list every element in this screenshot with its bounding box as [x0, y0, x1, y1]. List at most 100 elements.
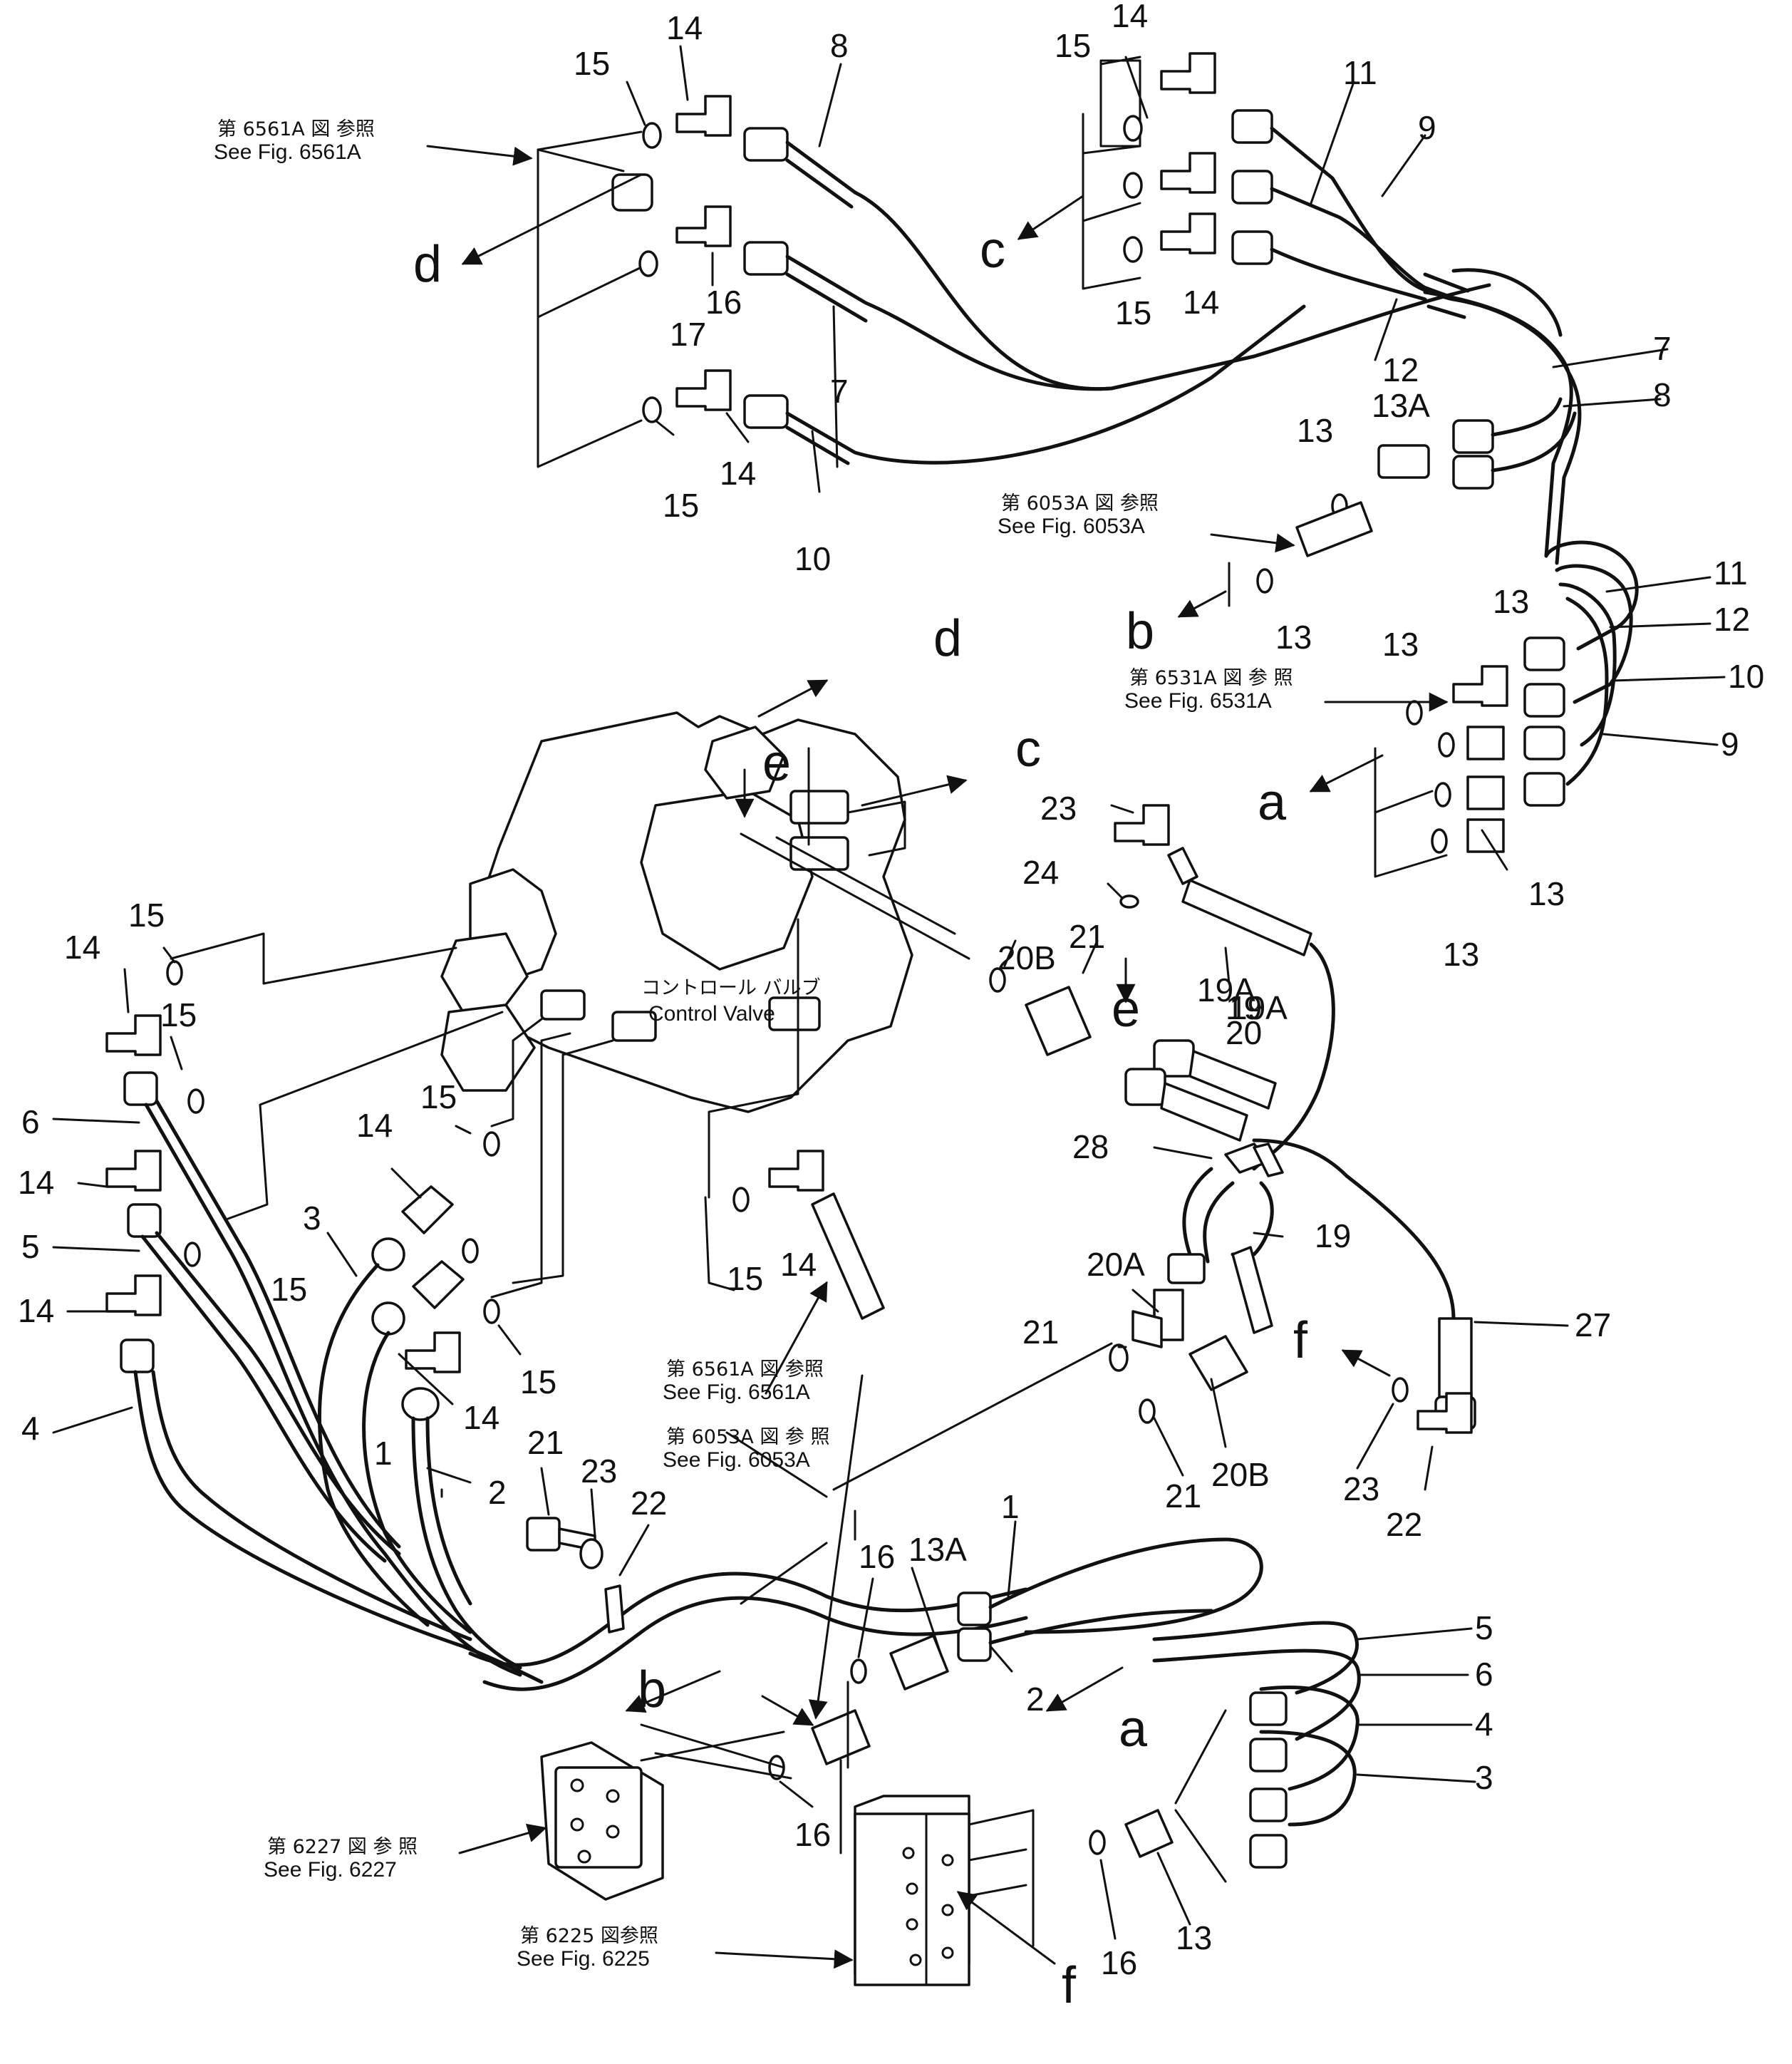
connection-letter-e: e: [1112, 981, 1140, 1038]
part-label: 20A: [1087, 1246, 1145, 1283]
part-label: 4: [1475, 1706, 1493, 1743]
part-label: 14: [666, 9, 703, 46]
part-label: 14: [64, 929, 100, 966]
part-label: 28: [1072, 1128, 1109, 1165]
part-label: 15: [420, 1078, 457, 1115]
part-label: 16: [859, 1538, 895, 1575]
part-label: 14: [356, 1107, 393, 1144]
connection-letter-e: e: [762, 735, 791, 792]
part-label: 4: [21, 1410, 40, 1447]
part-label: 15: [574, 45, 610, 82]
fig-ref-jp: 第 6561A 図 参照: [217, 118, 375, 140]
part-label: 13: [1382, 626, 1419, 663]
part-label: 27: [1575, 1306, 1611, 1343]
part-label: 22: [1386, 1506, 1422, 1543]
part-label: 5: [21, 1228, 40, 1265]
fig-ref-jp: 第 6053A 図 参 照: [666, 1426, 830, 1448]
part-label: 21: [527, 1424, 564, 1461]
part-label: 15: [1055, 27, 1091, 64]
connection-letter-f: f: [1062, 1957, 1077, 2014]
part-label: 11: [1343, 54, 1377, 91]
part-label: 9: [1418, 109, 1436, 146]
part-label: 8: [830, 27, 849, 64]
part-label: 5: [1475, 1609, 1493, 1646]
connection-letters: d c b a d e c e f b a f: [413, 222, 1308, 2014]
right-hose-group: [1228, 397, 1639, 878]
fig-ref-jp: 第 6531A 図 参 照: [1129, 667, 1293, 689]
fig-ref-jp: 第 6053A 図 参照: [1001, 492, 1159, 515]
fig-ref-en: See Fig. 6053A: [998, 515, 1145, 538]
part-label: 15: [520, 1363, 556, 1400]
part-label: 13: [1275, 619, 1312, 656]
part-label: 20B: [1211, 1456, 1270, 1493]
fig-ref-en: See Fig. 6053A: [663, 1448, 810, 1472]
part-label: 23: [581, 1452, 617, 1490]
connection-letter-c: c: [1015, 721, 1041, 778]
top-hose-group: [537, 52, 1582, 565]
part-label: 9: [1721, 726, 1739, 763]
part-label: 2: [1026, 1681, 1045, 1718]
part-label: 15: [663, 487, 699, 524]
control-valve-label: コントロール バルブ Control Valve: [641, 977, 821, 1026]
part-label: 8: [1653, 376, 1672, 413]
part-label: 6: [21, 1103, 40, 1140]
part-label: 21: [1069, 918, 1105, 955]
part-label: 15: [160, 996, 197, 1033]
fig-ref-en: See Fig. 6561A: [663, 1381, 810, 1404]
part-label: 10: [1728, 658, 1764, 695]
part-label: 15: [1115, 294, 1151, 331]
connection-letter-d: d: [413, 236, 442, 293]
part-label: 6: [1475, 1656, 1493, 1693]
part-label: 16: [794, 1816, 831, 1853]
part-label: 13: [1528, 875, 1565, 912]
part-label: 22: [631, 1485, 667, 1522]
part-label: 21: [1165, 1477, 1201, 1515]
part-label: 13: [1443, 936, 1479, 973]
left-hose-group: [105, 960, 1028, 1691]
part-label: 16: [705, 284, 742, 321]
fig-ref-en: See Fig. 6531A: [1124, 689, 1272, 713]
part-label: 19: [1315, 1217, 1351, 1254]
connection-letter-f: f: [1293, 1312, 1308, 1369]
control-valve-label-en: Control Valve: [648, 1002, 775, 1026]
part-label: 13: [1297, 412, 1333, 449]
part-label: 13: [1176, 1919, 1212, 1956]
part-label: 15: [128, 897, 165, 934]
part-label: 7: [1653, 330, 1672, 367]
callout-leaders: [52, 45, 1726, 1940]
fig-ref-jp: 第 6561A 図 参照: [666, 1358, 824, 1381]
middle-right-group: [725, 804, 1476, 1498]
part-label: 7: [830, 373, 849, 410]
part-label: 19A: [1197, 971, 1255, 1008]
part-label: 3: [303, 1199, 321, 1237]
bottom-group: [540, 1510, 1361, 1986]
part-label: 14: [780, 1246, 817, 1283]
part-label: 14: [463, 1399, 499, 1436]
part-label: 24: [1022, 854, 1059, 891]
part-label: 16: [1101, 1944, 1137, 1981]
part-label: 12: [1382, 351, 1419, 388]
part-label: 23: [1343, 1470, 1379, 1507]
part-label: 21: [1022, 1314, 1059, 1351]
part-label: 17: [670, 316, 706, 353]
part-label: 3: [1475, 1759, 1493, 1796]
fig-ref-en: See Fig. 6225: [517, 1947, 650, 1971]
part-label: 20: [1226, 1014, 1262, 1051]
part-label: 13A: [908, 1531, 967, 1568]
reference-leaders: [426, 145, 1449, 1969]
part-label: 14: [18, 1164, 54, 1201]
connection-letter-b: b: [1126, 603, 1154, 660]
elbow-fitting-15: [675, 95, 732, 137]
elbow-fitting-15: [675, 369, 732, 411]
part-label: 14: [1112, 0, 1148, 34]
connection-letter-a: a: [1258, 774, 1287, 831]
connection-letter-b: b: [638, 1661, 666, 1718]
part-label: 10: [794, 540, 831, 577]
control-valve-label-jp: コントロール バルブ: [641, 977, 821, 999]
part-label: 15: [271, 1271, 307, 1308]
part-label: 20B: [998, 939, 1056, 976]
part-label: 11: [1714, 554, 1748, 592]
connection-letter-d: d: [933, 610, 962, 667]
part-label: 1: [374, 1435, 393, 1472]
